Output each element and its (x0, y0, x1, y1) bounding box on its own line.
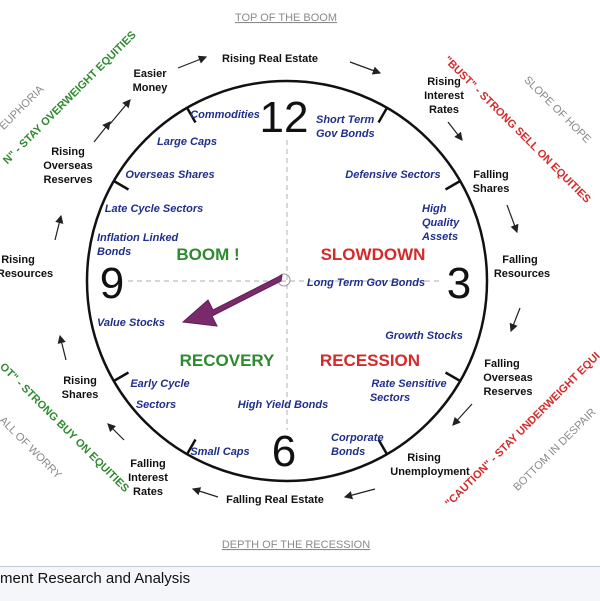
sector-rate-sensitive-line1: Rate Sensitive (371, 378, 446, 390)
clock-hand (181, 273, 291, 327)
arrow-falling-rates-up (107, 423, 125, 441)
arrow-falling-resources-down (509, 307, 521, 333)
cycle-easier-money-line2: Money (133, 82, 169, 94)
cycle-falling-shares-line2: Shares (473, 183, 510, 195)
tick-5 (377, 438, 389, 455)
arrow-rates-to-falling-shares (447, 121, 463, 141)
cycle-falling-real-estate: Falling Real Estate (226, 494, 324, 506)
sector-early-cycle-line1: Early Cycle (130, 378, 189, 390)
numeral-6: 6 (272, 427, 296, 476)
sector-large-caps: Large Caps (157, 136, 217, 148)
cycle-labels: Rising Real Estate Easier Money Rising I… (0, 53, 550, 506)
sector-inflation-linked-line1: Inflation Linked (97, 232, 179, 244)
cycle-falling-shares-line1: Falling (473, 169, 508, 181)
tick-7 (185, 438, 197, 455)
cycle-falling-resources-line2: Resources (494, 268, 550, 280)
sector-defensive: Defensive Sectors (345, 169, 440, 181)
tick-8 (113, 371, 130, 383)
cycle-rising-resources-line2: Resources (0, 268, 53, 280)
cycle-rising-reserves-line3: Reserves (44, 174, 93, 186)
sector-rate-sensitive-line2: Sectors (370, 392, 410, 404)
cycle-falling-reserves-line1: Falling (484, 358, 519, 370)
sector-corporate-line2: Bonds (331, 446, 365, 458)
hour-ticks (113, 107, 461, 455)
footer-bar: ment Research and Analysis (0, 566, 600, 601)
cycle-rising-rates-line1: Rising (427, 76, 461, 88)
arrow-rising-reserves-up (93, 121, 111, 143)
arrow-easier-money-up (109, 99, 131, 125)
sector-high-quality-line3: Assets (421, 231, 458, 243)
arrow-rising-resources-up (54, 214, 64, 241)
arrow-falling-reserves-down (452, 403, 473, 426)
cycle-rising-rates-line3: Rates (429, 104, 459, 116)
sector-growth-stocks: Growth Stocks (385, 330, 463, 342)
depth-of-recession-label: DEPTH OF THE RECESSION (222, 539, 370, 551)
sector-corporate-line1: Corporate (331, 432, 384, 444)
sector-high-quality-line2: Quality (422, 217, 460, 229)
sector-high-yield: High Yield Bonds (238, 399, 328, 411)
sector-late-cycle: Late Cycle Sectors (105, 203, 203, 215)
quadrant-boom: BOOM ! (176, 245, 239, 264)
tick-2 (444, 179, 461, 191)
sector-labels: Commodities Large Caps Overseas Shares L… (97, 109, 463, 458)
cycle-rising-shares-line2: Shares (62, 389, 99, 401)
arrow-falling-shares-down (506, 204, 519, 234)
sector-short-term-line2: Gov Bonds (316, 128, 375, 140)
numeral-12: 12 (260, 93, 309, 142)
numeral-3: 3 (447, 259, 471, 308)
cycle-rising-unemployment-line1: Rising (407, 452, 441, 464)
cycle-falling-rates-line3: Rates (133, 486, 163, 498)
cycle-easier-money-line1: Easier (133, 68, 167, 80)
arrow-realestate-to-rates (349, 61, 382, 75)
sector-overseas-shares: Overseas Shares (125, 169, 214, 181)
arrow-easier-money-to-realestate (177, 55, 208, 69)
quadrant-slowdown: SLOWDOWN (321, 245, 426, 264)
top-of-boom-label: TOP OF THE BOOM (235, 12, 337, 24)
sector-inflation-linked-line2: Bonds (97, 246, 131, 258)
cycle-rising-shares-line1: Rising (63, 375, 97, 387)
sector-long-term: Long Term Gov Bonds (307, 277, 425, 289)
sector-short-term-line1: Short Term (316, 114, 374, 126)
tick-10 (113, 179, 130, 191)
numeral-9: 9 (100, 259, 124, 308)
cycle-rising-reserves-line1: Rising (51, 146, 85, 158)
cycle-falling-reserves-line3: Reserves (484, 386, 533, 398)
sector-commodities: Commodities (190, 109, 260, 121)
footer-text: ment Research and Analysis (0, 570, 191, 587)
slope-of-hope-label: SLOPE OF HOPE (521, 74, 593, 146)
cycle-falling-rates-line2: Interest (128, 472, 168, 484)
cycle-falling-rates-line1: Falling (130, 458, 165, 470)
hand-arrow (181, 274, 283, 327)
arrow-rising-shares-up (57, 334, 67, 361)
sector-high-quality-line1: High (422, 203, 447, 215)
sector-early-cycle-line2: Sectors (136, 399, 176, 411)
cycle-falling-reserves-line2: Overseas (483, 372, 533, 384)
tick-4 (444, 371, 461, 383)
quadrant-recovery: RECOVERY (180, 351, 275, 370)
sector-value-stocks: Value Stocks (97, 317, 165, 329)
cycle-rising-rates-line2: Interest (424, 90, 464, 102)
cycle-rising-unemployment-line2: Unemployment (390, 466, 470, 478)
clock-face (85, 79, 489, 483)
tick-1 (377, 107, 389, 124)
tick-11 (185, 107, 197, 124)
sector-small-caps: Small Caps (190, 446, 249, 458)
cycle-rising-reserves-line2: Overseas (43, 160, 93, 172)
cycle-falling-resources-line1: Falling (502, 254, 537, 266)
arrow-unemployment-left (343, 488, 376, 500)
cycle-rising-resources-line1: Rising (1, 254, 35, 266)
arrow-falling-realestate-left (191, 487, 219, 498)
cycle-rising-real-estate: Rising Real Estate (222, 53, 318, 65)
quadrant-recession: RECESSION (320, 351, 420, 370)
cycle-arrows (54, 55, 521, 500)
